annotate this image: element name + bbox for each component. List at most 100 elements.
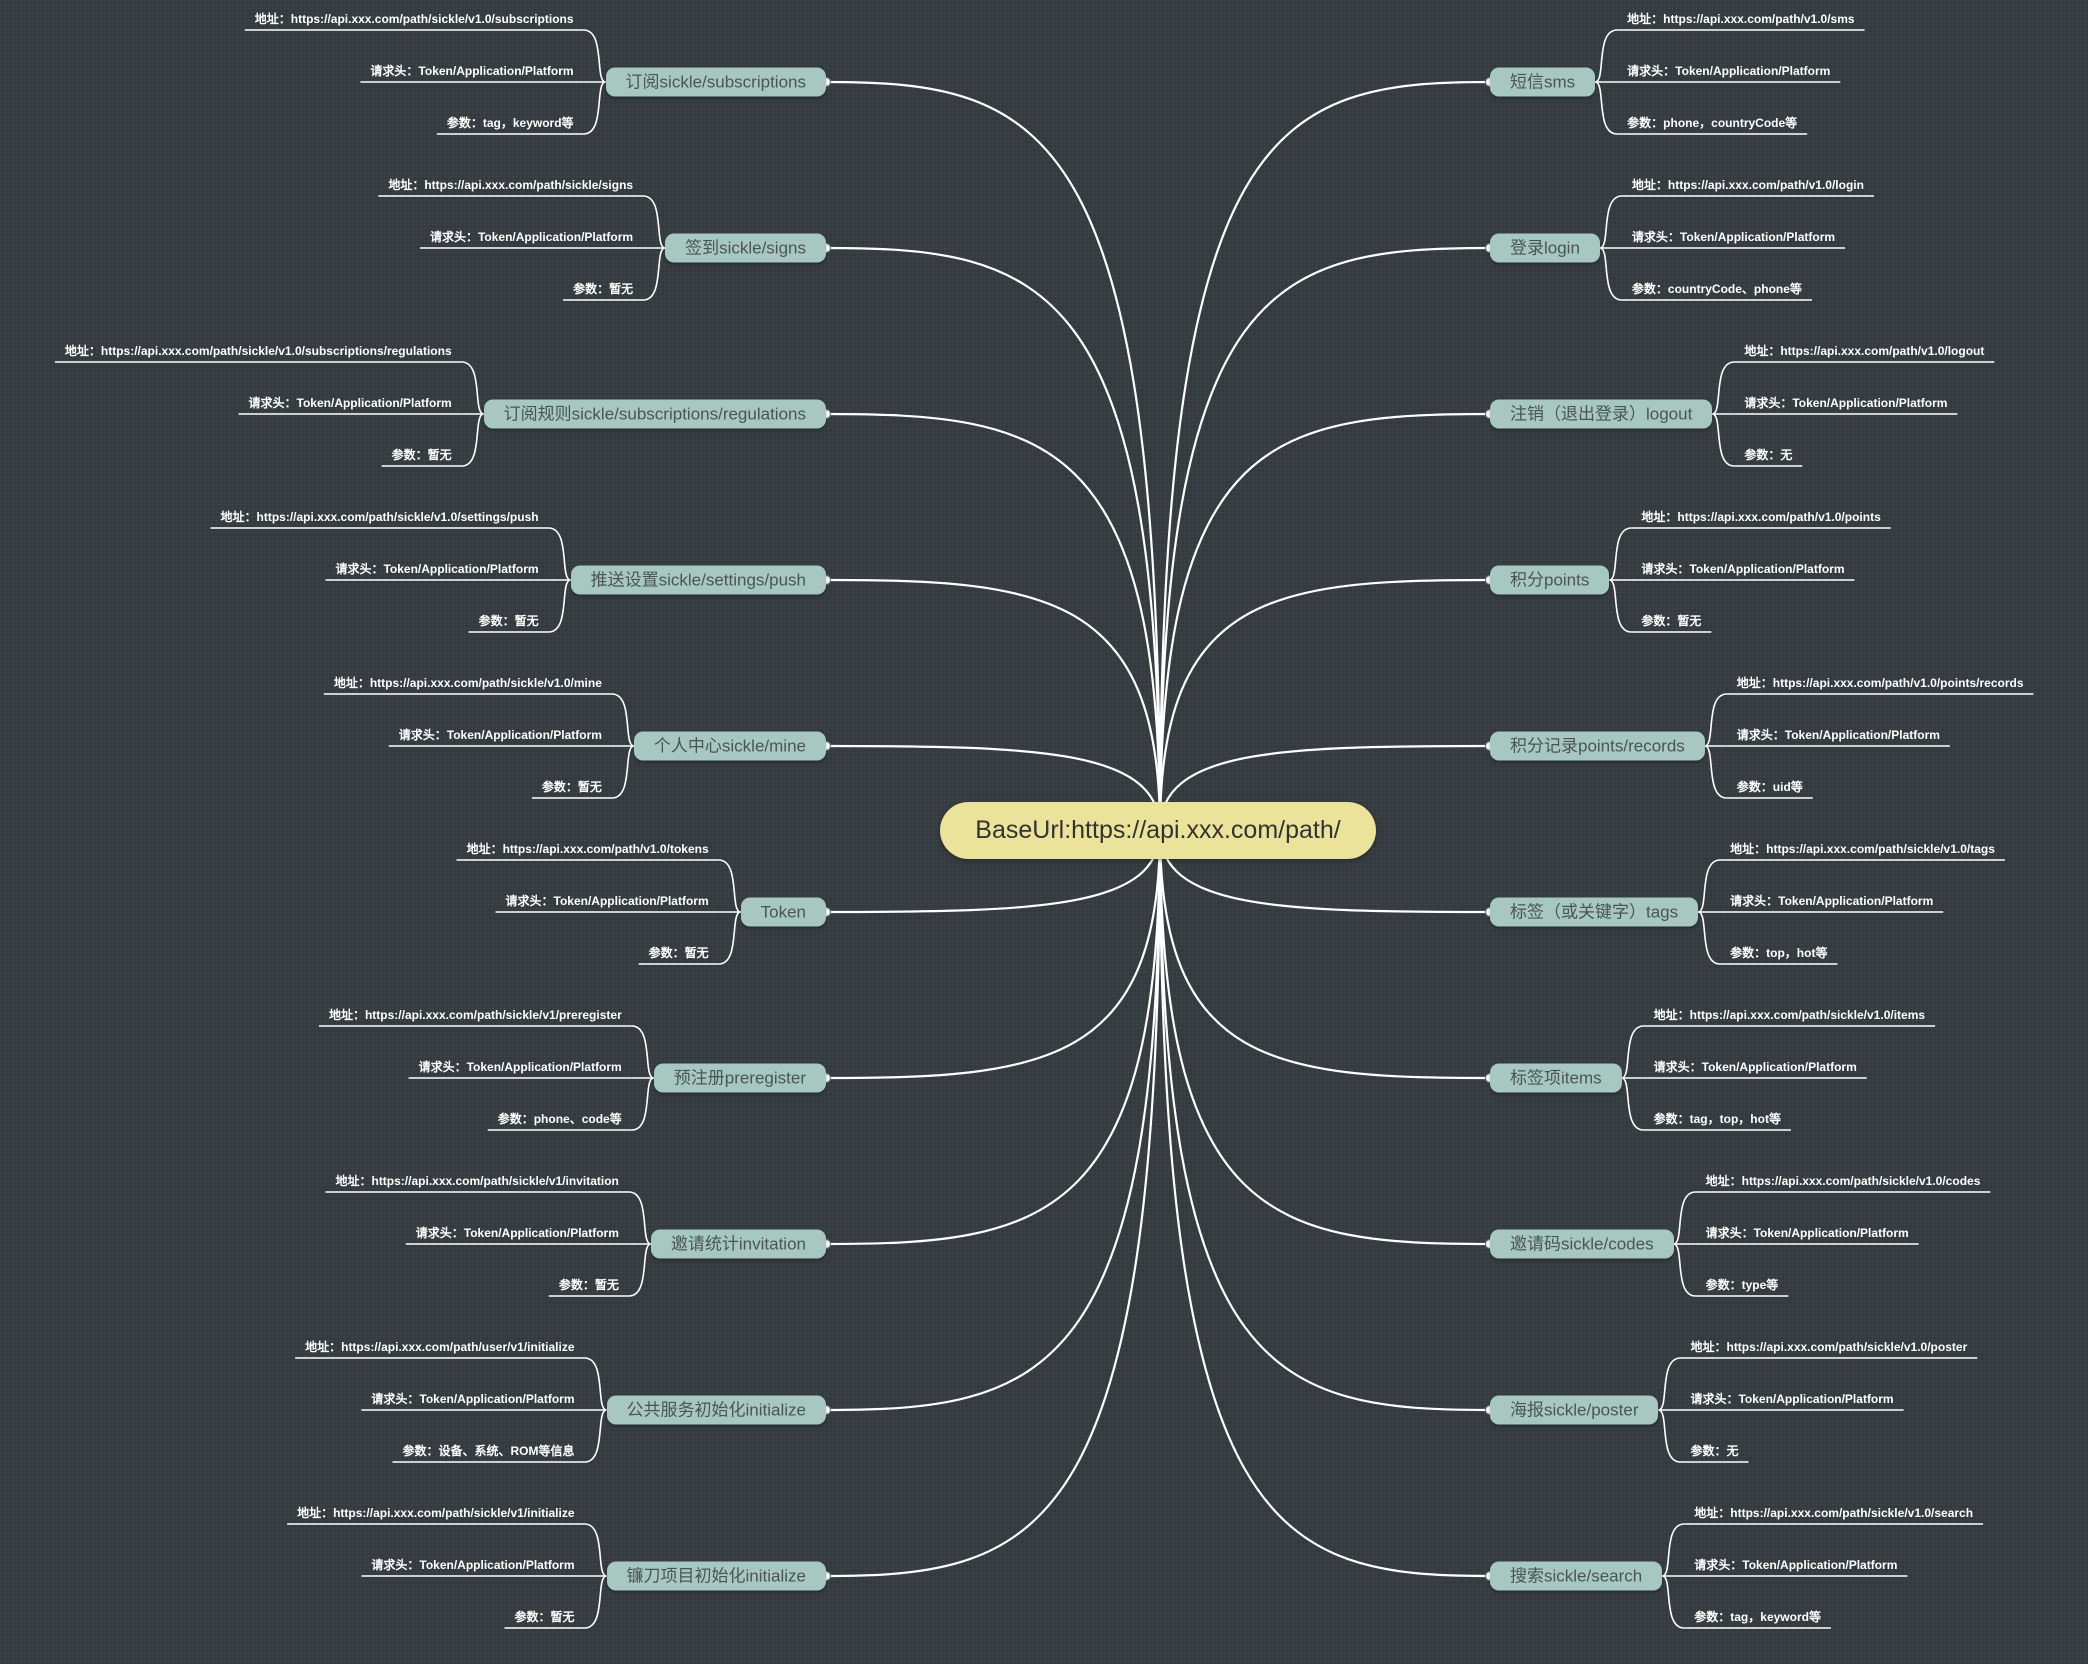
leaf-label: 地址：https://api.xxx.com/path/sickle/v1.0/… xyxy=(1694,1506,1974,1520)
branch-node[interactable]: 镰刀项目初始化initialize xyxy=(606,1561,826,1591)
leaf-connector xyxy=(718,911,741,965)
leaf-label: 参数：countryCode、phone等 xyxy=(1631,282,1802,296)
branch-node[interactable]: 预注册preregister xyxy=(653,1063,826,1093)
branch-connector xyxy=(825,80,1162,831)
leaf-connector xyxy=(1599,195,1623,249)
leaf-connector xyxy=(1594,81,1618,135)
branch-node[interactable]: 短信sms xyxy=(1490,67,1596,97)
leaf-label: 地址：https://api.xxx.com/path/sickle/signs xyxy=(388,178,634,192)
branch-connector xyxy=(1158,829,1491,1246)
leaf-label: 参数：暂无 xyxy=(648,946,709,960)
leaf-connector xyxy=(1621,1025,1644,1079)
leaf-connector xyxy=(631,1077,655,1131)
leaf-label: 请求头：Token/Application/Platform xyxy=(1736,728,1940,742)
leaf-connector xyxy=(1658,1409,1681,1463)
leaf-label: 地址：https://api.xxx.com/path/v1.0/points xyxy=(1641,510,1881,524)
leaf-label: 请求头：Token/Application/Platform xyxy=(1653,1060,1857,1074)
branch-node[interactable]: 标签项items xyxy=(1490,1063,1622,1093)
leaf-connector xyxy=(642,247,666,301)
leaf-connector xyxy=(631,1025,655,1079)
leaf-label: 地址：https://api.xxx.com/path/v1.0/sms xyxy=(1627,12,1855,26)
branch-node[interactable]: 积分记录points/records xyxy=(1490,731,1705,761)
branch-node[interactable]: 积分points xyxy=(1490,565,1610,595)
leaf-label: 请求头：Token/Application/Platform xyxy=(1631,230,1836,244)
leaf-connector xyxy=(611,693,635,747)
leaf-connector xyxy=(1711,413,1735,467)
leaf-label: 参数：暂无 xyxy=(391,448,452,462)
branch-connector xyxy=(1158,578,1491,831)
leaf-connector xyxy=(1704,745,1727,799)
leaf-connector xyxy=(584,1523,607,1577)
branch-connector xyxy=(1158,829,1491,1412)
leaf-label: 请求头：Token/Application/Platform xyxy=(429,230,634,244)
branch-node[interactable]: 签到sickle/signs xyxy=(665,233,826,263)
leaf-connector xyxy=(718,859,741,913)
leaf-label: 地址：https://api.xxx.com/path/user/v1/init… xyxy=(305,1340,575,1354)
leaf-label: 参数：暂无 xyxy=(541,780,602,794)
leaf-label: 请求头：Token/Application/Platform xyxy=(248,396,452,410)
leaf-connector xyxy=(611,745,635,799)
branch-node[interactable]: 订阅sickle/subscriptions xyxy=(605,67,826,97)
leaf-label: 请求头：Token/Application/Platform xyxy=(1627,64,1831,78)
branch-node[interactable]: 邀请码sickle/codes xyxy=(1490,1229,1674,1259)
branch-node[interactable]: 搜索sickle/search xyxy=(1490,1561,1663,1591)
leaf-connector xyxy=(583,29,606,83)
branch-node[interactable]: 订阅规则sickle/subscriptions/regulations xyxy=(483,399,826,429)
branch-connector xyxy=(1158,829,1491,1578)
leaf-label: 请求头：Token/Application/Platform xyxy=(335,562,539,576)
branch-node[interactable]: 推送设置sickle/settings/push xyxy=(570,565,826,595)
leaf-label: 参数：top，hot等 xyxy=(1730,946,1828,960)
leaf-label: 地址：https://api.xxx.com/path/sickle/v1/in… xyxy=(335,1174,619,1188)
leaf-connector xyxy=(1609,527,1632,581)
branch-connector xyxy=(825,829,1162,1246)
leaf-connector xyxy=(548,579,571,633)
branch-connector xyxy=(825,829,1162,1412)
leaf-label: 参数：uid等 xyxy=(1736,780,1803,794)
branch-connector xyxy=(1158,412,1491,831)
leaf-label: 地址：https://api.xxx.com/path/v1.0/logout xyxy=(1744,344,1985,358)
leaf-connector xyxy=(548,527,571,581)
branch-node[interactable]: Token xyxy=(740,897,826,927)
leaf-label: 请求头：Token/Application/Platform xyxy=(1690,1392,1894,1406)
leaf-connector xyxy=(642,195,666,249)
branch-connector xyxy=(825,246,1162,831)
leaf-label: 地址：https://api.xxx.com/path/v1.0/points/… xyxy=(1736,676,2024,690)
leaf-connector xyxy=(1673,1243,1696,1297)
leaf-label: 地址：https://api.xxx.com/path/sickle/v1.0/… xyxy=(1730,842,1995,856)
leaf-label: 地址：https://api.xxx.com/path/sickle/v1.0/… xyxy=(1690,1340,1968,1354)
branch-node[interactable]: 海报sickle/poster xyxy=(1490,1395,1659,1425)
branch-node[interactable]: 注销（退出登录）logout xyxy=(1490,399,1713,429)
leaf-label: 参数：phone、code等 xyxy=(497,1112,622,1126)
leaf-connector xyxy=(1661,1575,1685,1629)
leaf-label: 参数：type等 xyxy=(1705,1278,1779,1292)
leaf-connector xyxy=(584,1409,607,1463)
leaf-connector xyxy=(461,413,485,467)
leaf-connector xyxy=(461,361,485,415)
branch-node[interactable]: 邀请统计invitation xyxy=(650,1229,826,1259)
leaf-label: 参数：设备、系统、ROM等信息 xyxy=(402,1444,575,1458)
leaf-label: 请求头：Token/Application/Platform xyxy=(1730,894,1934,908)
leaf-label: 请求头：Token/Application/Platform xyxy=(415,1226,619,1240)
leaf-connector xyxy=(1704,693,1727,747)
leaf-label: 请求头：Token/Application/Platform xyxy=(371,1392,575,1406)
leaf-connector xyxy=(584,1575,607,1629)
leaf-label: 请求头：Token/Application/Platform xyxy=(371,1558,575,1572)
branch-node[interactable]: 标签（或关键字）tags xyxy=(1490,897,1699,927)
leaf-label: 参数：tag，keyword等 xyxy=(1694,1610,1821,1624)
branch-connector xyxy=(825,744,1162,831)
branch-connector xyxy=(825,829,1162,1578)
root-node[interactable]: BaseUrl:https://api.xxx.com/path/ xyxy=(940,802,1376,859)
branch-connector xyxy=(825,412,1162,831)
leaf-connector xyxy=(1658,1357,1681,1411)
branch-node[interactable]: 公共服务初始化initialize xyxy=(606,1395,826,1425)
leaf-label: 参数：无 xyxy=(1744,448,1793,462)
leaf-label: 参数：暂无 xyxy=(514,1610,575,1624)
branch-node[interactable]: 登录login xyxy=(1490,233,1600,263)
branch-node[interactable]: 个人中心sickle/mine xyxy=(633,731,826,761)
leaf-connector xyxy=(1697,859,1721,913)
branch-connector xyxy=(825,829,1162,1080)
leaf-label: 参数：暂无 xyxy=(478,614,539,628)
root-node-label: BaseUrl:https://api.xxx.com/path/ xyxy=(975,816,1341,844)
leaf-connector xyxy=(1594,29,1618,83)
